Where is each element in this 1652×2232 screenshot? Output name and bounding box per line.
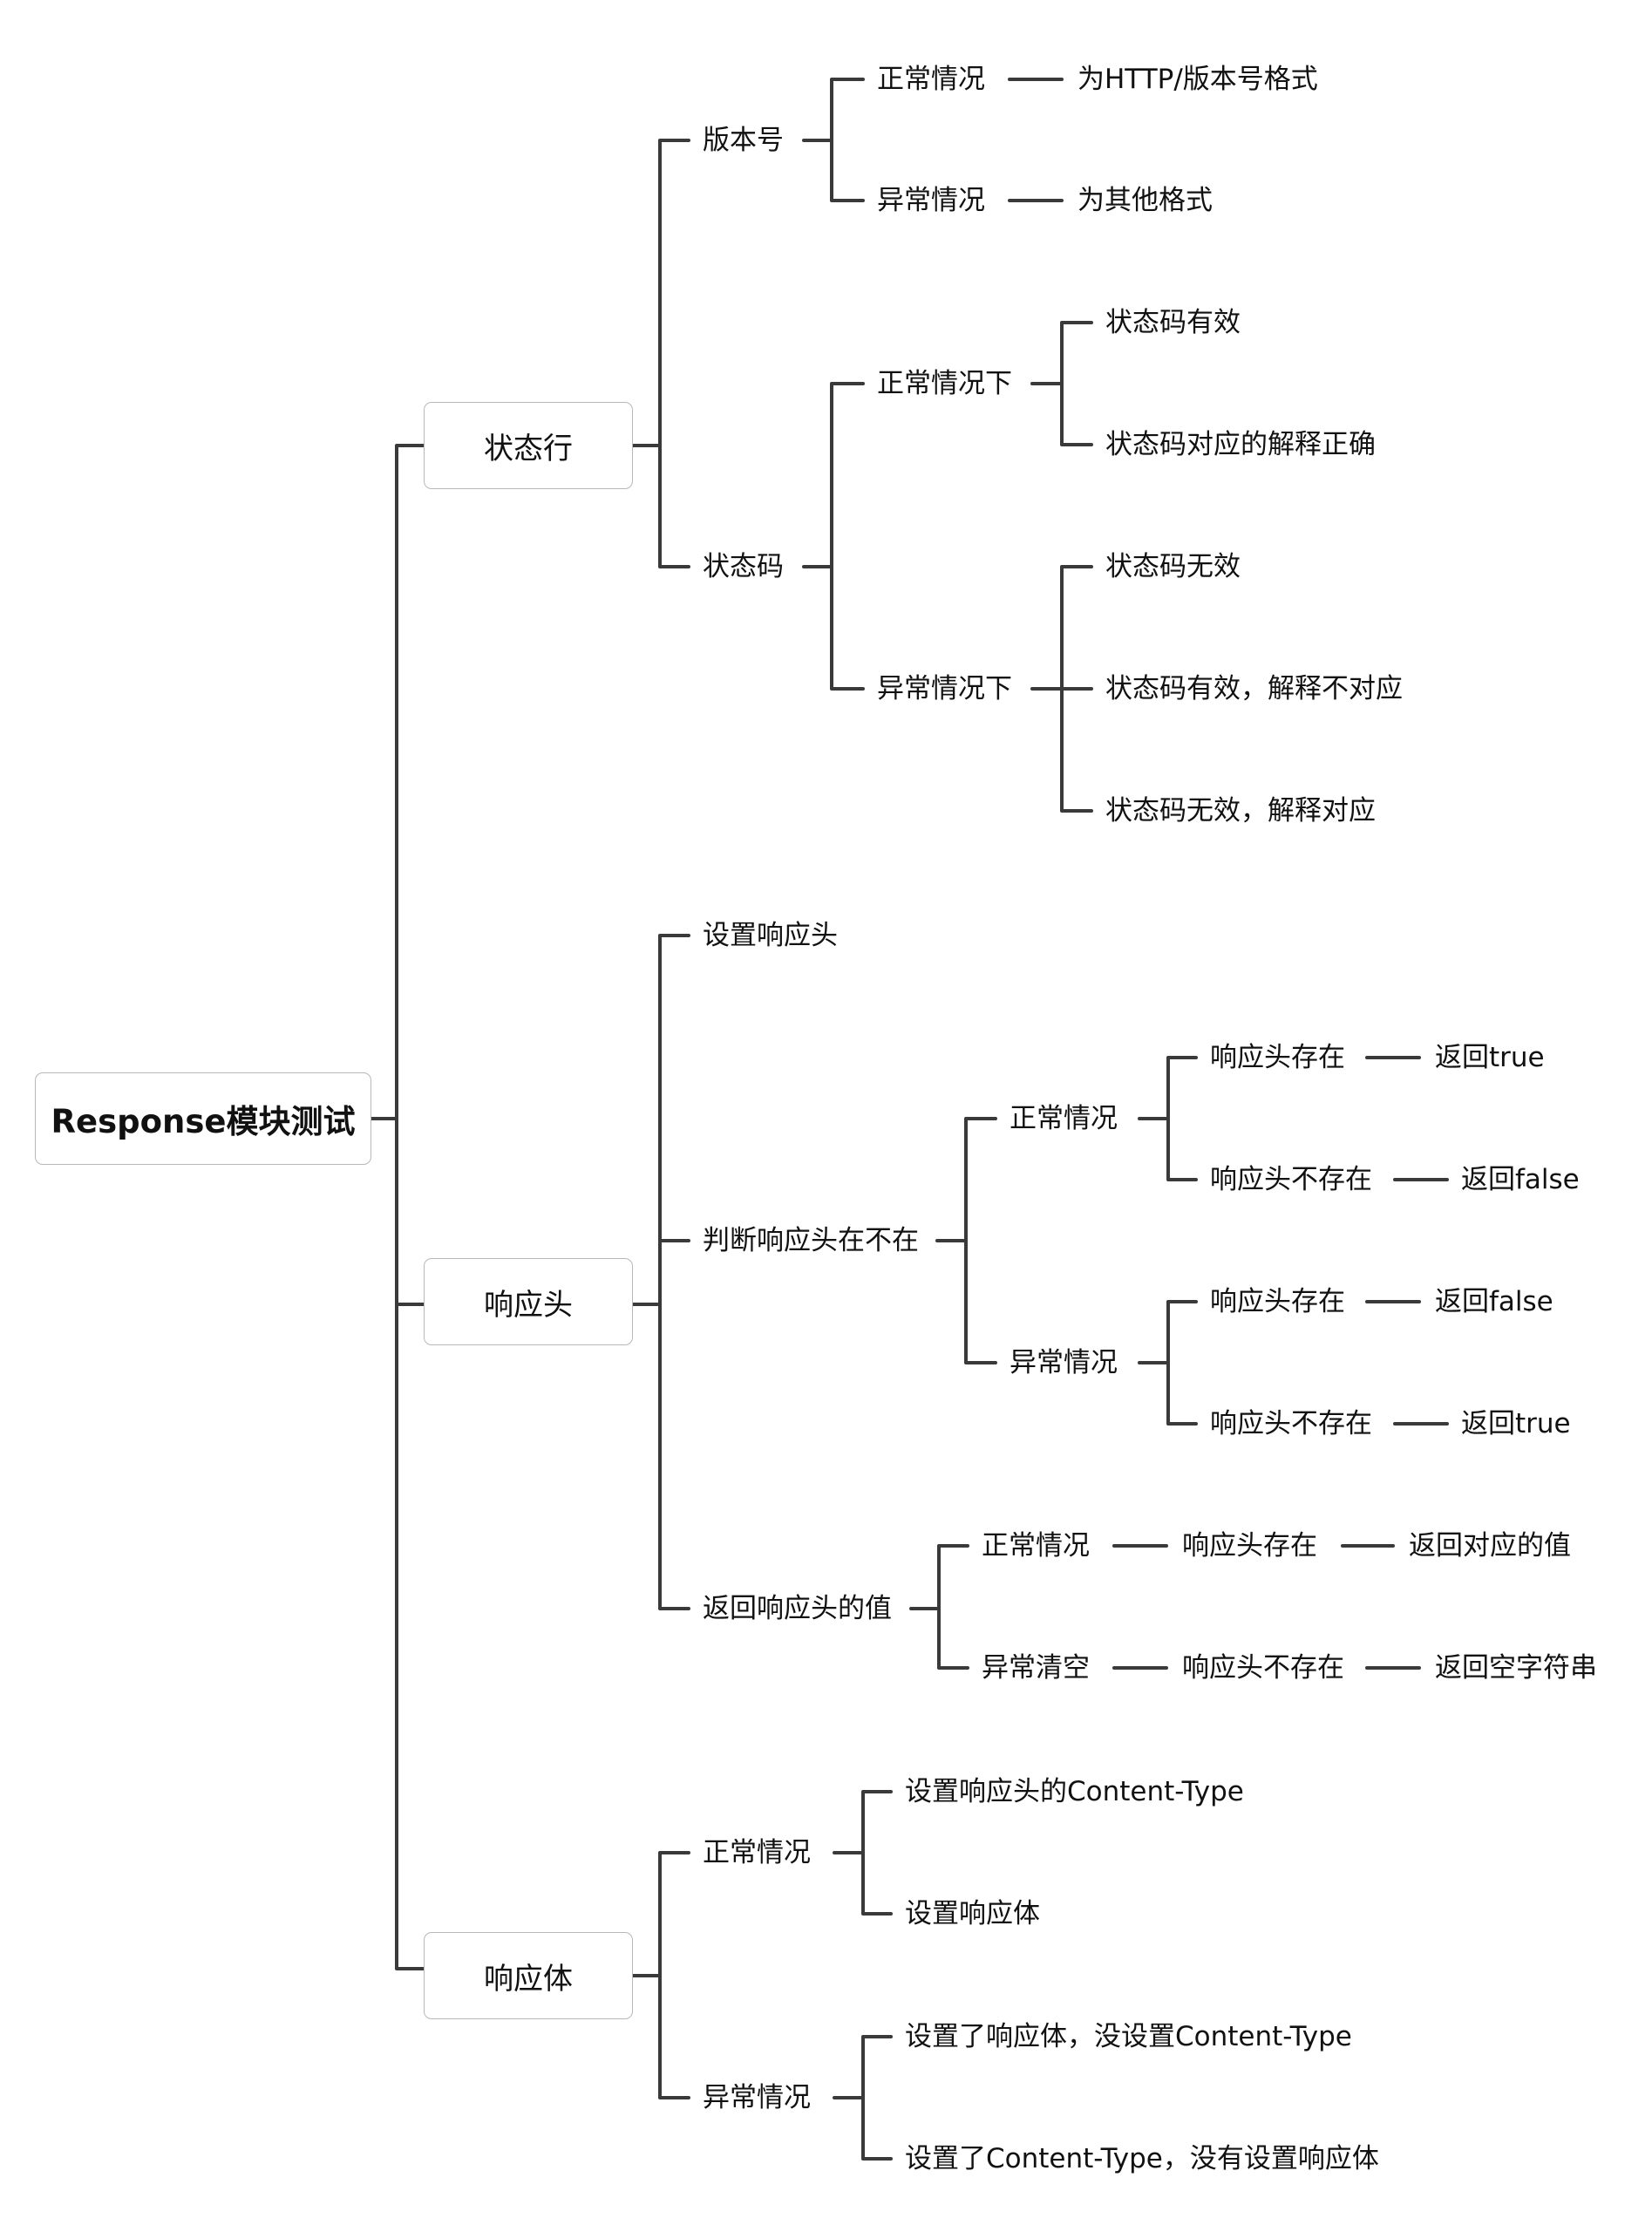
node-status-code-abnormal-item[interactable]: 状态码无效 (1105, 551, 1241, 582)
root-label: Response模块测试 (51, 1103, 356, 1140)
node-get-normal-result[interactable]: 返回对应的值 (1409, 1530, 1571, 1562)
connector-root (370, 444, 425, 1970)
node-version[interactable]: 版本号 (703, 125, 784, 156)
node-judge-abnormal-cond[interactable]: 响应头存在 (1210, 1286, 1345, 1317)
node-response-body-label: 响应体 (484, 1961, 573, 1997)
node-status-code-abnormal[interactable]: 异常情况下 (877, 673, 1012, 704)
connector-judge-results (1365, 1056, 1449, 1426)
node-judge-abnormal-result[interactable]: 返回true (1461, 1408, 1571, 1439)
connector-response-body (631, 1851, 690, 2099)
node-judge-header[interactable]: 判断响应头在不在 (703, 1225, 919, 1256)
connector-status-code-normal (1030, 321, 1093, 446)
node-body-normal-item[interactable]: 设置响应头的Content-Type (905, 1776, 1244, 1807)
node-version-abnormal[interactable]: 异常情况 (877, 185, 985, 216)
node-get-abnormal-result[interactable]: 返回空字符串 (1435, 1652, 1597, 1684)
node-body-abnormal-item[interactable]: 设置了Content-Type，没有设置响应体 (905, 2143, 1379, 2174)
node-judge-normal-result[interactable]: 返回true (1435, 1042, 1545, 1073)
node-body-normal[interactable]: 正常情况 (703, 1837, 811, 1868)
node-get-abnormal[interactable]: 异常清空 (982, 1652, 1090, 1684)
node-status-code-normal-item[interactable]: 状态码对应的解释正确 (1105, 429, 1376, 460)
node-response-body[interactable]: 响应体 (424, 1932, 633, 2019)
node-judge-abnormal[interactable]: 异常情况 (1010, 1347, 1118, 1378)
node-judge-abnormal-cond[interactable]: 响应头不存在 (1210, 1408, 1372, 1439)
node-body-normal-item[interactable]: 设置响应体 (905, 1898, 1040, 1929)
node-judge-normal-cond[interactable]: 响应头存在 (1210, 1042, 1345, 1073)
node-response-header-label: 响应头 (484, 1287, 573, 1323)
node-status-code[interactable]: 状态码 (703, 551, 784, 582)
connector-status-code-abnormal (1030, 565, 1093, 813)
connector-get-chain (1112, 1544, 1421, 1670)
node-status-code-normal[interactable]: 正常情况下 (877, 368, 1012, 399)
node-judge-normal-result[interactable]: 返回false (1461, 1164, 1580, 1195)
node-judge-normal[interactable]: 正常情况 (1010, 1103, 1118, 1134)
node-version-normal-result[interactable]: 为HTTP/版本号格式 (1078, 64, 1318, 95)
node-get-header[interactable]: 返回响应头的值 (703, 1593, 892, 1624)
node-response-header[interactable]: 响应头 (424, 1258, 633, 1345)
node-status-code-abnormal-item[interactable]: 状态码无效，解释对应 (1105, 795, 1376, 827)
node-get-normal[interactable]: 正常情况 (982, 1530, 1090, 1562)
node-judge-normal-cond[interactable]: 响应头不存在 (1210, 1164, 1372, 1195)
node-status-line-label: 状态行 (484, 431, 573, 466)
connector-judge (935, 1117, 997, 1364)
root-node[interactable]: Response模块测试 (35, 1072, 371, 1165)
connector-response-header (631, 934, 690, 1610)
node-get-abnormal-cond[interactable]: 响应头不存在 (1182, 1652, 1344, 1684)
node-status-line[interactable]: 状态行 (424, 402, 633, 489)
node-get-normal-cond[interactable]: 响应头存在 (1182, 1530, 1317, 1562)
node-version-abnormal-result[interactable]: 为其他格式 (1078, 185, 1213, 216)
connector-status-line (631, 139, 690, 568)
connector-get (909, 1544, 969, 1670)
node-body-abnormal[interactable]: 异常情况 (703, 2082, 811, 2113)
connector-body-abnormal (833, 2035, 893, 2161)
node-status-code-normal-item[interactable]: 状态码有效 (1105, 307, 1241, 338)
node-body-abnormal-item[interactable]: 设置了响应体，没设置Content-Type (905, 2021, 1352, 2052)
connector-judge-abnormal (1138, 1300, 1198, 1426)
node-set-header[interactable]: 设置响应头 (703, 920, 838, 951)
connector-version-results (1008, 78, 1064, 202)
connector-body-normal (833, 1790, 893, 1916)
node-judge-abnormal-result[interactable]: 返回false (1435, 1286, 1553, 1317)
connector-judge-normal (1138, 1056, 1198, 1181)
connector-status-code (802, 382, 865, 691)
node-version-normal[interactable]: 正常情况 (877, 64, 985, 95)
node-status-code-abnormal-item[interactable]: 状态码有效，解释不对应 (1105, 673, 1403, 704)
connector-version (802, 78, 865, 202)
